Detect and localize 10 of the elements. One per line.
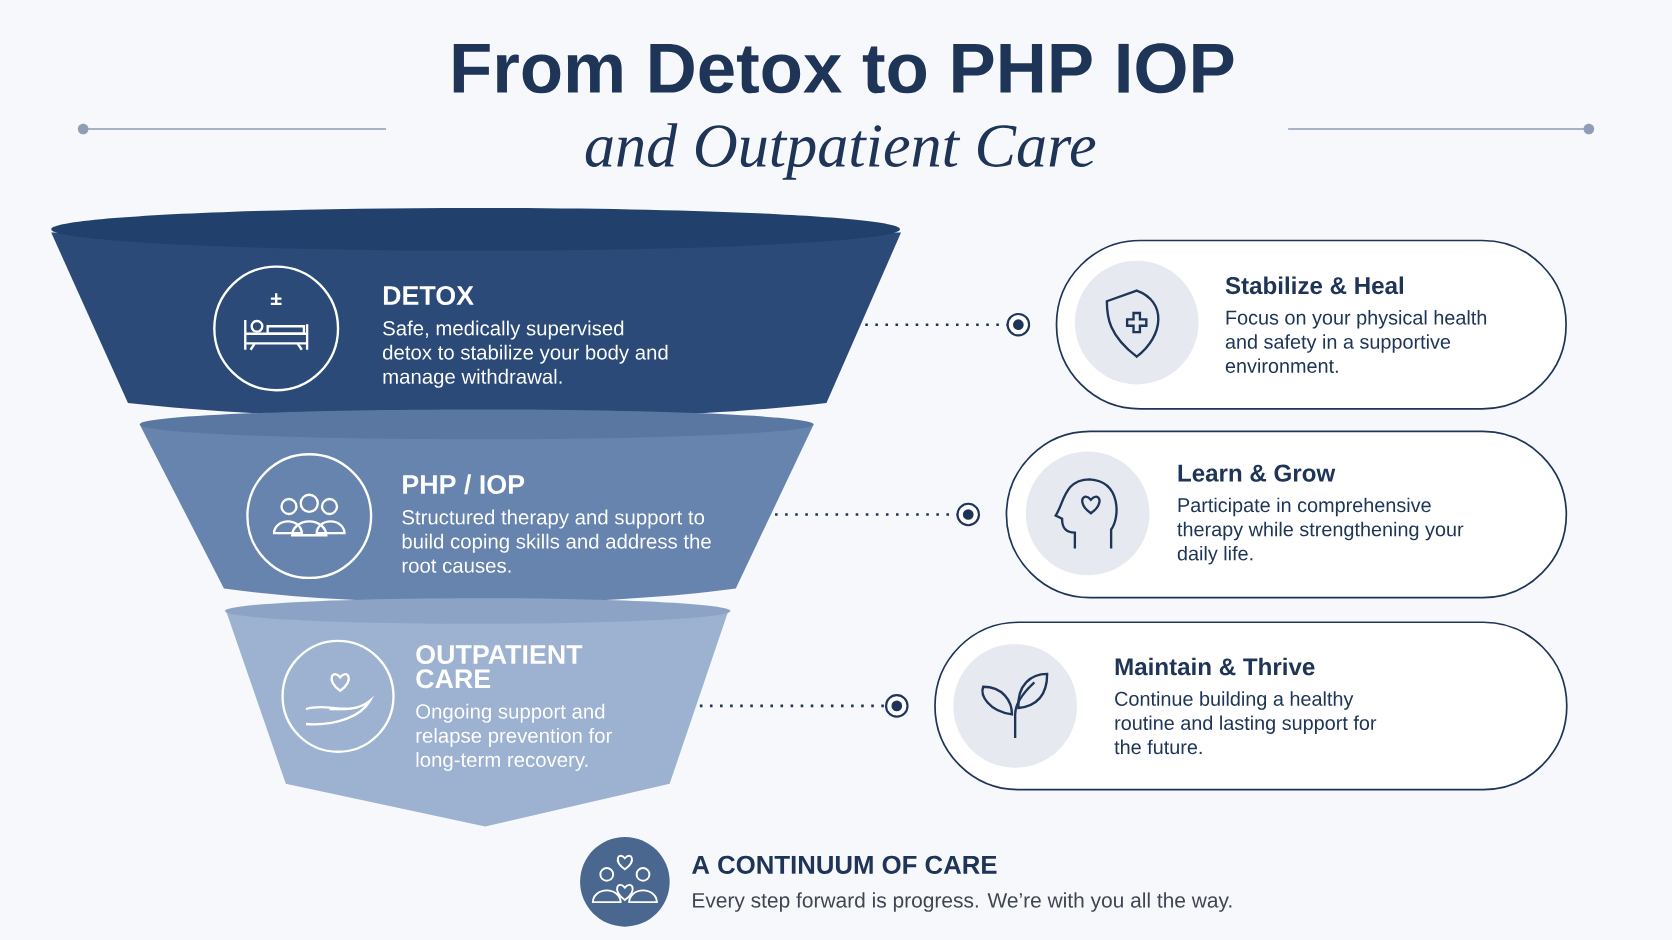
- dotted-connector: [865, 312, 1031, 337]
- funnel-band: PHP / IOP Structured therapy and support to build coping skills and address the root causes.: [139, 409, 814, 603]
- dotted-connector: [699, 693, 909, 718]
- footer-text: Every step forward is progress. We’re with you all the way.: [693, 892, 1232, 912]
- title-text: From Detox to PHP IOP: [453, 42, 1234, 94]
- dotted-connector: [775, 502, 981, 527]
- funnel-band: OUTPATIENT CARE Ongoing support and relapse prevention for long-term recovery.: [225, 597, 731, 827]
- funnel-band: DETOX Safe, medically supervised detox to stabilize your body and manage withdrawal.: [51, 207, 902, 419]
- subtitle-text: and Outpatient Care: [585, 123, 1096, 180]
- footer-heading: A CONTINUUM OF CARE: [692, 855, 997, 874]
